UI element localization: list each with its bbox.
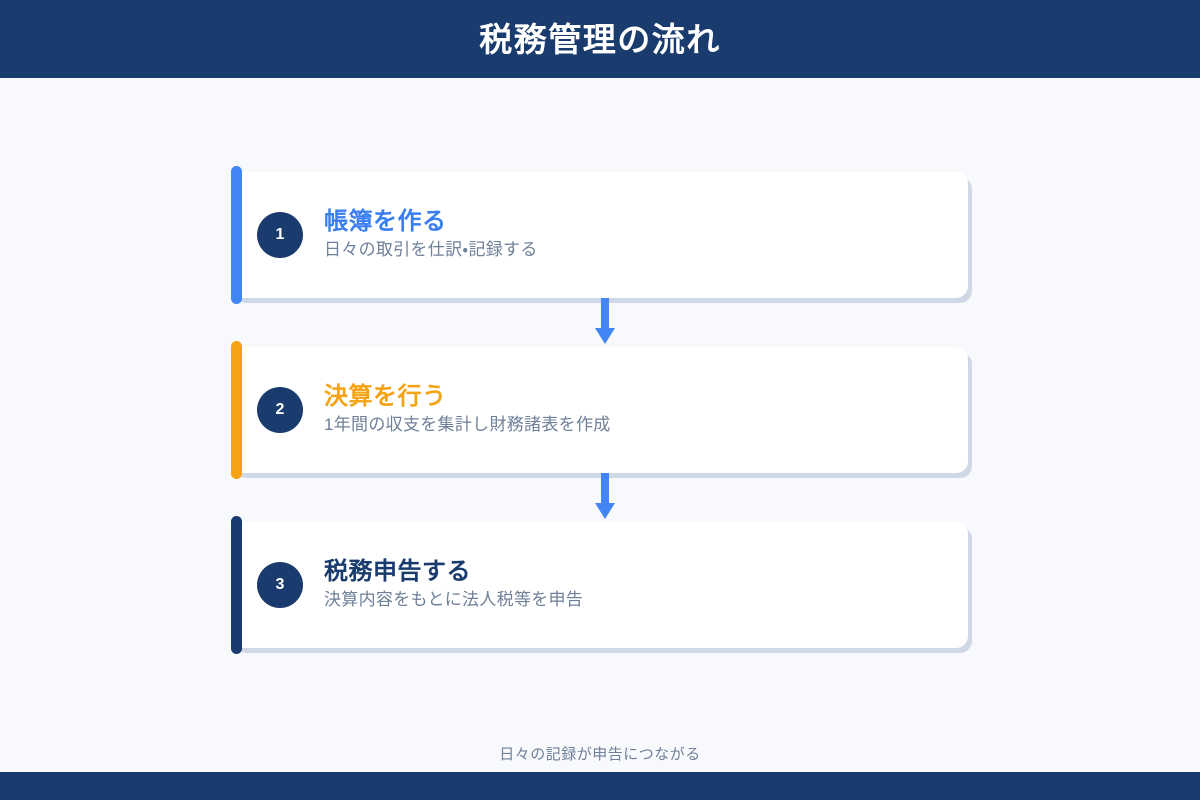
step-description: 日々の取引を仕訳・記録する [324,239,538,259]
step-card[interactable] [231,522,968,648]
header-bar: 税務管理の流れ [0,0,1200,78]
step-number-badge: 2 [257,387,303,433]
step-text-group: 帳簿を作る 日々の取引を仕訳・記録する [324,208,538,263]
step-description: 1年間の収支を集計し財務諸表を作成 [324,414,611,434]
step-title: 帳簿を作る [324,207,447,235]
step-accent-bar [231,341,242,479]
step-title: 税務申告する [324,557,471,585]
step-title: 決算を行う [324,382,447,410]
flow-steps-list: 1 帳簿を作る 日々の取引を仕訳・記録する 2 決算を行う [231,166,968,654]
step-description: 決算内容をもとに法人税等を申告 [324,589,584,609]
diagram-canvas: 1 帳簿を作る 日々の取引を仕訳・記録する 2 決算を行う [0,78,1200,772]
step-text-group: 決算を行う 1年間の収支を集計し財務諸表を作成 [324,383,611,438]
step-accent-bar [231,166,242,304]
flow-step-3[interactable]: 3 税務申告する 決算内容をもとに法人税等を申告 [231,516,968,654]
step-card-content: 2 決算を行う 1年間の収支を集計し財務諸表を作成 [231,347,968,473]
step-number-badge: 3 [257,562,303,608]
step-text-group: 税務申告する 決算内容をもとに法人税等を申告 [324,558,583,613]
footer-bar [0,772,1200,800]
flow-step-1[interactable]: 1 帳簿を作る 日々の取引を仕訳・記録する [231,166,968,344]
down-arrow-icon [594,298,616,347]
footer-caption: 日々の記録が申告につながる [499,746,701,763]
down-arrow-icon [594,473,616,522]
step-accent-bar [231,516,242,654]
page-title: 税務管理の流れ [479,20,721,58]
step-number-badge: 1 [257,212,303,258]
step-card[interactable] [231,347,968,473]
step-card[interactable] [231,172,968,298]
flow-step-2[interactable]: 2 決算を行う 1年間の収支を集計し財務諸表を作成 [231,341,968,519]
step-card-content: 1 帳簿を作る 日々の取引を仕訳・記録する [231,172,968,298]
step-card-content: 3 税務申告する 決算内容をもとに法人税等を申告 [231,522,968,648]
